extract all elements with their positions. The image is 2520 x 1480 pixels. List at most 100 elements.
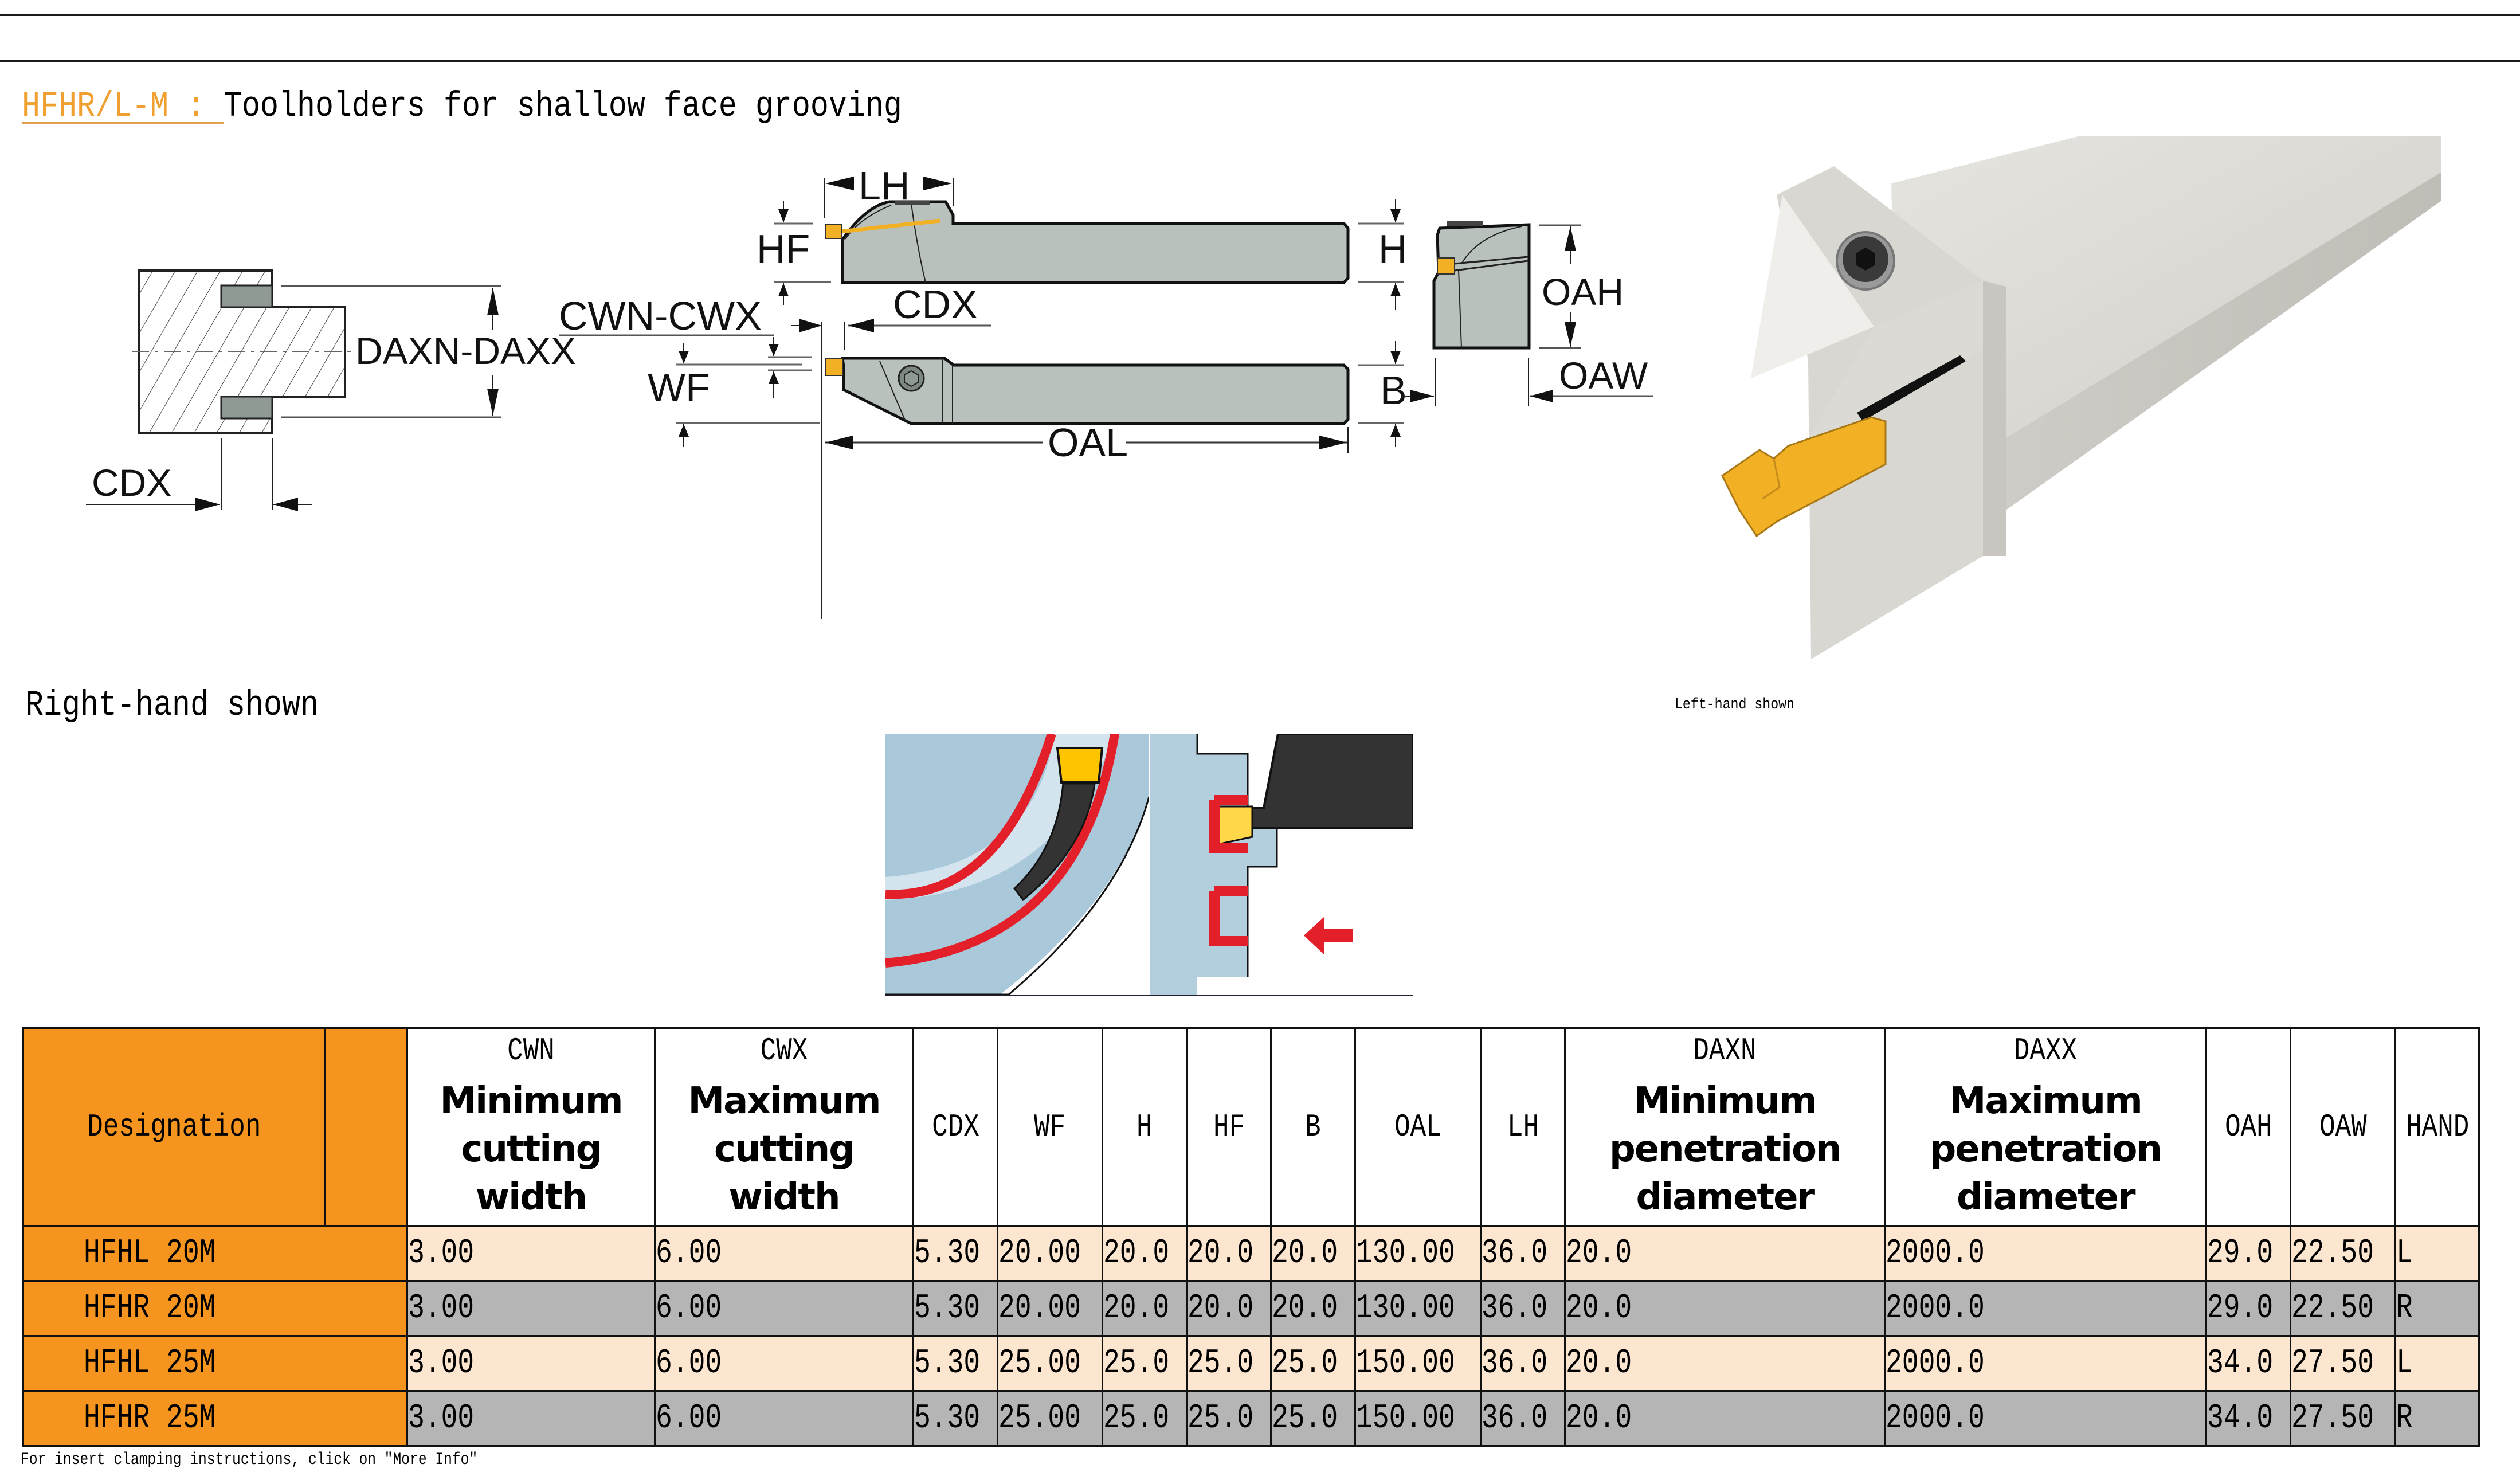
column-header-hf: HF bbox=[1186, 1027, 1272, 1227]
cell-daxn: 20.0 bbox=[1564, 1390, 1886, 1447]
designation-cell: HFHR 20M bbox=[22, 1280, 326, 1337]
page-title: HFHR/L-M : Toolholders for shallow face … bbox=[22, 86, 902, 127]
cell-oal: 130.00 bbox=[1354, 1280, 1482, 1337]
oah-label: OAH bbox=[1542, 271, 1624, 313]
cwn-cwx-label: CWN-CWX bbox=[559, 293, 762, 338]
cell-daxn: 20.0 bbox=[1564, 1225, 1886, 1282]
cell-cwx: 6.00 bbox=[654, 1280, 914, 1337]
cell-wf: 20.00 bbox=[997, 1225, 1104, 1282]
designation-pad-cell bbox=[325, 1390, 408, 1447]
cell-oaw: 22.50 bbox=[2290, 1225, 2397, 1282]
cell-oah: 29.0 bbox=[2205, 1280, 2292, 1337]
workpiece-section-diagram: DAXN-DAXX CDX bbox=[86, 269, 576, 511]
cell-b: 20.0 bbox=[1270, 1280, 1357, 1337]
cell-oah: 29.0 bbox=[2205, 1225, 2292, 1282]
column-header-designation: Designation bbox=[22, 1027, 326, 1227]
cell-b: 25.0 bbox=[1270, 1390, 1357, 1447]
column-header-blank bbox=[324, 1027, 408, 1227]
insert-section bbox=[1217, 805, 1253, 845]
cell-hand: R bbox=[2394, 1390, 2480, 1447]
cell-cdx: 5.30 bbox=[912, 1280, 999, 1337]
cell-lh: 36.0 bbox=[1480, 1225, 1566, 1282]
cell-oal: 150.00 bbox=[1354, 1335, 1482, 1392]
cell-lh: 36.0 bbox=[1480, 1390, 1566, 1447]
cell-wf: 25.00 bbox=[997, 1390, 1104, 1447]
footer-note: For insert clamping instructions, click … bbox=[21, 1450, 478, 1470]
cell-oah: 34.0 bbox=[2205, 1335, 2292, 1392]
cell-h: 25.0 bbox=[1102, 1335, 1188, 1392]
wf-label: WF bbox=[648, 365, 710, 410]
product-title: Toolholders for shallow face grooving bbox=[223, 86, 902, 127]
holder-side-view bbox=[841, 200, 1350, 284]
cell-h: 20.0 bbox=[1102, 1225, 1188, 1282]
designation-pad-cell bbox=[325, 1280, 408, 1337]
insert-face-view bbox=[1056, 747, 1104, 784]
designation-pad-cell bbox=[325, 1335, 408, 1392]
daxn-daxx-label: DAXN-DAXX bbox=[355, 330, 576, 372]
b-label: B bbox=[1380, 368, 1407, 413]
insert-end bbox=[1437, 257, 1455, 275]
right-hand-caption: Right-hand shown bbox=[25, 685, 319, 726]
cell-oal: 130.00 bbox=[1354, 1225, 1482, 1282]
groove-bottom bbox=[220, 396, 273, 420]
column-header-h: H bbox=[1102, 1027, 1188, 1227]
cell-h: 20.0 bbox=[1102, 1280, 1188, 1337]
column-header-wf: WF bbox=[997, 1027, 1104, 1227]
designation-cell: HFHL 20M bbox=[22, 1225, 326, 1282]
feed-direction-arrow bbox=[1304, 917, 1353, 954]
h-label: H bbox=[1378, 226, 1408, 271]
column-header-oaw: OAW bbox=[2290, 1027, 2397, 1227]
product-code-link[interactable]: HFHR/L-M : bbox=[22, 86, 224, 127]
cell-oaw: 27.50 bbox=[2290, 1390, 2397, 1447]
cell-b: 20.0 bbox=[1270, 1225, 1357, 1282]
cell-lh: 36.0 bbox=[1480, 1280, 1566, 1337]
section-rule bbox=[0, 60, 2520, 62]
column-header-oah: OAH bbox=[2205, 1027, 2292, 1227]
cell-hand: R bbox=[2394, 1280, 2480, 1337]
product-render-image bbox=[1721, 136, 2441, 659]
column-header-oal: OAL bbox=[1354, 1027, 1482, 1227]
designation-pad-cell bbox=[325, 1225, 408, 1282]
designation-cell: HFHR 25M bbox=[22, 1390, 326, 1447]
column-header-b: B bbox=[1270, 1027, 1357, 1227]
cell-cdx: 5.30 bbox=[912, 1225, 999, 1282]
cell-wf: 20.00 bbox=[997, 1280, 1104, 1337]
oaw-label: OAW bbox=[1559, 354, 1648, 397]
top-rule bbox=[0, 14, 2520, 16]
cell-hf: 25.0 bbox=[1186, 1335, 1272, 1392]
holder-top-view bbox=[841, 357, 1350, 425]
cell-hand: L bbox=[2394, 1225, 2480, 1282]
designation-cell: HFHL 25M bbox=[22, 1335, 326, 1392]
holder-dimension-diagram: LH HF H CDX CWN-CWX WF bbox=[559, 163, 1408, 619]
column-header-lh: LH bbox=[1480, 1027, 1566, 1227]
oal-label: OAL bbox=[1048, 420, 1128, 465]
cell-h: 25.0 bbox=[1102, 1390, 1188, 1447]
cell-hf: 25.0 bbox=[1186, 1390, 1272, 1447]
face-grooving-illustration bbox=[885, 734, 1413, 996]
cell-oah: 34.0 bbox=[2205, 1390, 2292, 1447]
cdx-label-left: CDX bbox=[92, 461, 171, 504]
cell-cwn: 3.00 bbox=[406, 1280, 656, 1337]
cell-hf: 20.0 bbox=[1186, 1225, 1272, 1282]
column-header-hand: HAND bbox=[2394, 1027, 2480, 1227]
cell-hand: L bbox=[2394, 1335, 2480, 1392]
cell-daxn: 20.0 bbox=[1564, 1280, 1886, 1337]
cell-daxx: 2000.0 bbox=[1884, 1280, 2208, 1337]
holder-end-view-diagram: OAH OAW bbox=[1401, 221, 1653, 406]
cell-hf: 20.0 bbox=[1186, 1280, 1272, 1337]
cell-cwx: 6.00 bbox=[654, 1390, 914, 1447]
cell-cdx: 5.30 bbox=[912, 1335, 999, 1392]
cell-oaw: 27.50 bbox=[2290, 1335, 2397, 1392]
cell-cwx: 6.00 bbox=[654, 1225, 914, 1282]
cell-daxn: 20.0 bbox=[1564, 1335, 1886, 1392]
cell-cwn: 3.00 bbox=[406, 1390, 656, 1447]
